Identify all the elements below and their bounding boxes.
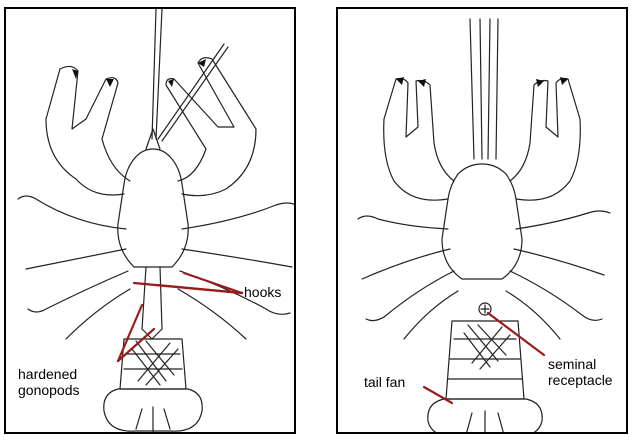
female-crayfish-panel: seminal receptacle tail fan — [336, 7, 628, 434]
gonopods-label: gonopods — [18, 383, 80, 398]
seminal-label: seminal — [548, 357, 596, 372]
male-pointer-lines — [118, 273, 242, 361]
female-pointer-lines — [424, 313, 544, 403]
receptacle-label: receptacle — [548, 373, 613, 388]
antenna-left — [152, 9, 156, 139]
hardened-label: hardened — [18, 367, 77, 382]
claw-right — [510, 79, 580, 201]
male-crayfish-panel: hooks hardened gonopods — [4, 7, 296, 434]
carapace — [118, 149, 188, 267]
antenna-right — [488, 19, 490, 159]
hooks-label: hooks — [244, 285, 281, 300]
claw-left — [384, 79, 454, 201]
tail-fan-label: tail fan — [364, 375, 405, 390]
gonopods — [142, 267, 162, 339]
gonopods-pointer-1 — [118, 305, 142, 361]
antenna-left — [470, 19, 474, 159]
claw-left — [46, 66, 130, 195]
